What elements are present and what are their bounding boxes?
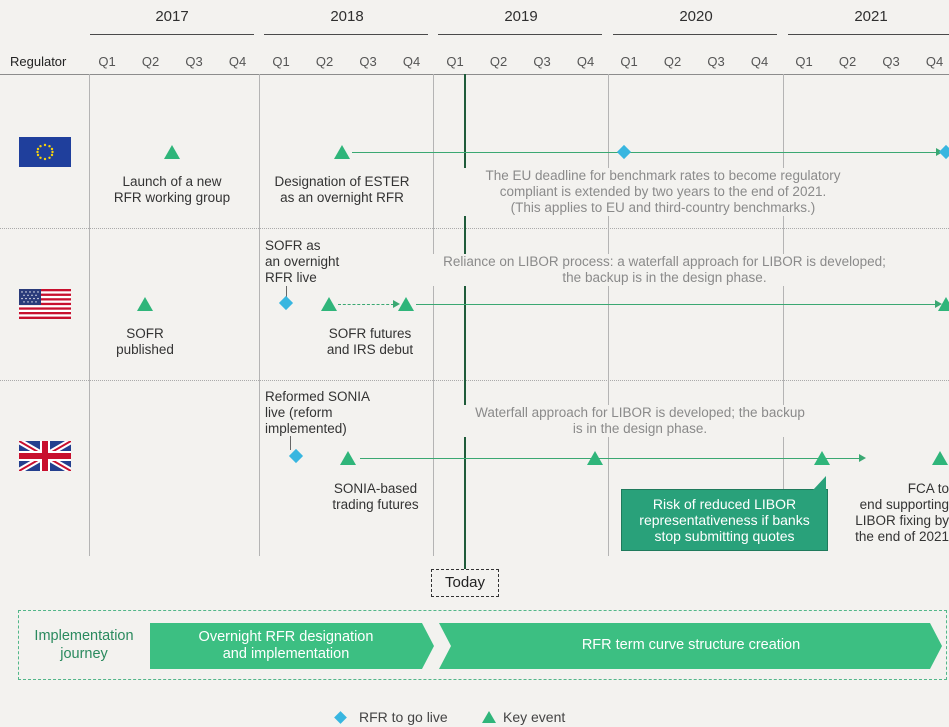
quarter-label: Q4 [576,54,595,69]
sofr-dashed-connector [338,300,400,308]
quarter-label: Q3 [359,54,377,69]
us-waterfall-note: Reliance on LIBOR process: a waterfall a… [412,254,917,286]
quarter-label: Q3 [533,54,551,69]
year-rule [788,34,949,35]
row-divider [0,380,949,381]
gridline-2018 [259,74,260,556]
uk-2020-event [814,451,830,465]
gridline-2019 [433,74,434,556]
quarter-label: Q1 [446,54,464,69]
quarter-label: Q2 [141,54,160,69]
gridline-2017 [89,74,90,556]
year-rule [613,34,777,35]
quarter-label: Q2 [315,54,334,69]
sonia-live-tick [290,436,291,450]
legend-triangle-icon [482,711,496,723]
sonia-futures-event [340,451,356,465]
eu-live-diamond [616,144,632,160]
eu-ester-event [334,145,350,159]
eu-deadline-note: The EU deadline for benchmark rates to b… [438,168,888,216]
row-divider [0,228,949,229]
quarter-label: Q4 [402,54,421,69]
quarter-label: Q2 [663,54,682,69]
quarter-label: Q1 [272,54,290,69]
quarter-label: Q3 [185,54,203,69]
quarter-label: Q4 [750,54,769,69]
eu-working-group-event [164,145,180,159]
us-2021-event [938,297,949,311]
regulator-header: Regulator [10,54,67,69]
year-2021: 2021 [854,8,888,25]
quarter-label: Q3 [882,54,900,69]
gridline-2020 [608,74,609,556]
quarter-label: Q4 [228,54,247,69]
sofr-futures-event [321,297,337,311]
legend-diamond-label: RFR to go live [359,709,448,725]
us-timeline-arrow [416,300,942,308]
uk-2019-event [587,451,603,465]
quarter-label: Q3 [707,54,725,69]
eu-timeline-arrow [352,148,943,156]
quarter-label: Q1 [98,54,116,69]
uk-timeline-arrow [360,454,866,462]
quarter-label: Q4 [925,54,944,69]
sofr-futures-event-2 [398,297,414,311]
today-line [464,74,466,569]
header-rule [0,74,949,75]
year-rule [438,34,602,35]
quarter-label: Q1 [795,54,813,69]
year-2019: 2019 [504,8,538,25]
quarter-label: Q1 [620,54,638,69]
year-rule [264,34,428,35]
today-marker: Today [431,569,499,597]
us-flag-icon [19,289,71,319]
year-rule [90,34,254,35]
year-2020: 2020 [679,8,713,25]
legend-triangle-label: Key event [503,709,566,725]
sofr-live-diamond [278,295,294,311]
sonia-live-diamond [288,448,304,464]
year-2018: 2018 [330,8,364,25]
phase-term-curve: RFR term curve structure creation [581,637,801,653]
quarter-label: Q2 [489,54,508,69]
sofr-live-tick [286,286,287,298]
uk-waterfall-note: Waterfall approach for LIBOR is develope… [445,405,835,437]
legend-diamond-icon [334,711,347,724]
risk-callout-pointer [813,476,826,490]
journey-phases [150,623,942,669]
uk-flag-icon [19,441,71,471]
uk-fca-event [932,451,948,465]
quarter-label: Q2 [838,54,857,69]
eu-flag-icon [19,137,71,167]
sofr-published-event [137,297,153,311]
year-2017: 2017 [155,8,189,25]
